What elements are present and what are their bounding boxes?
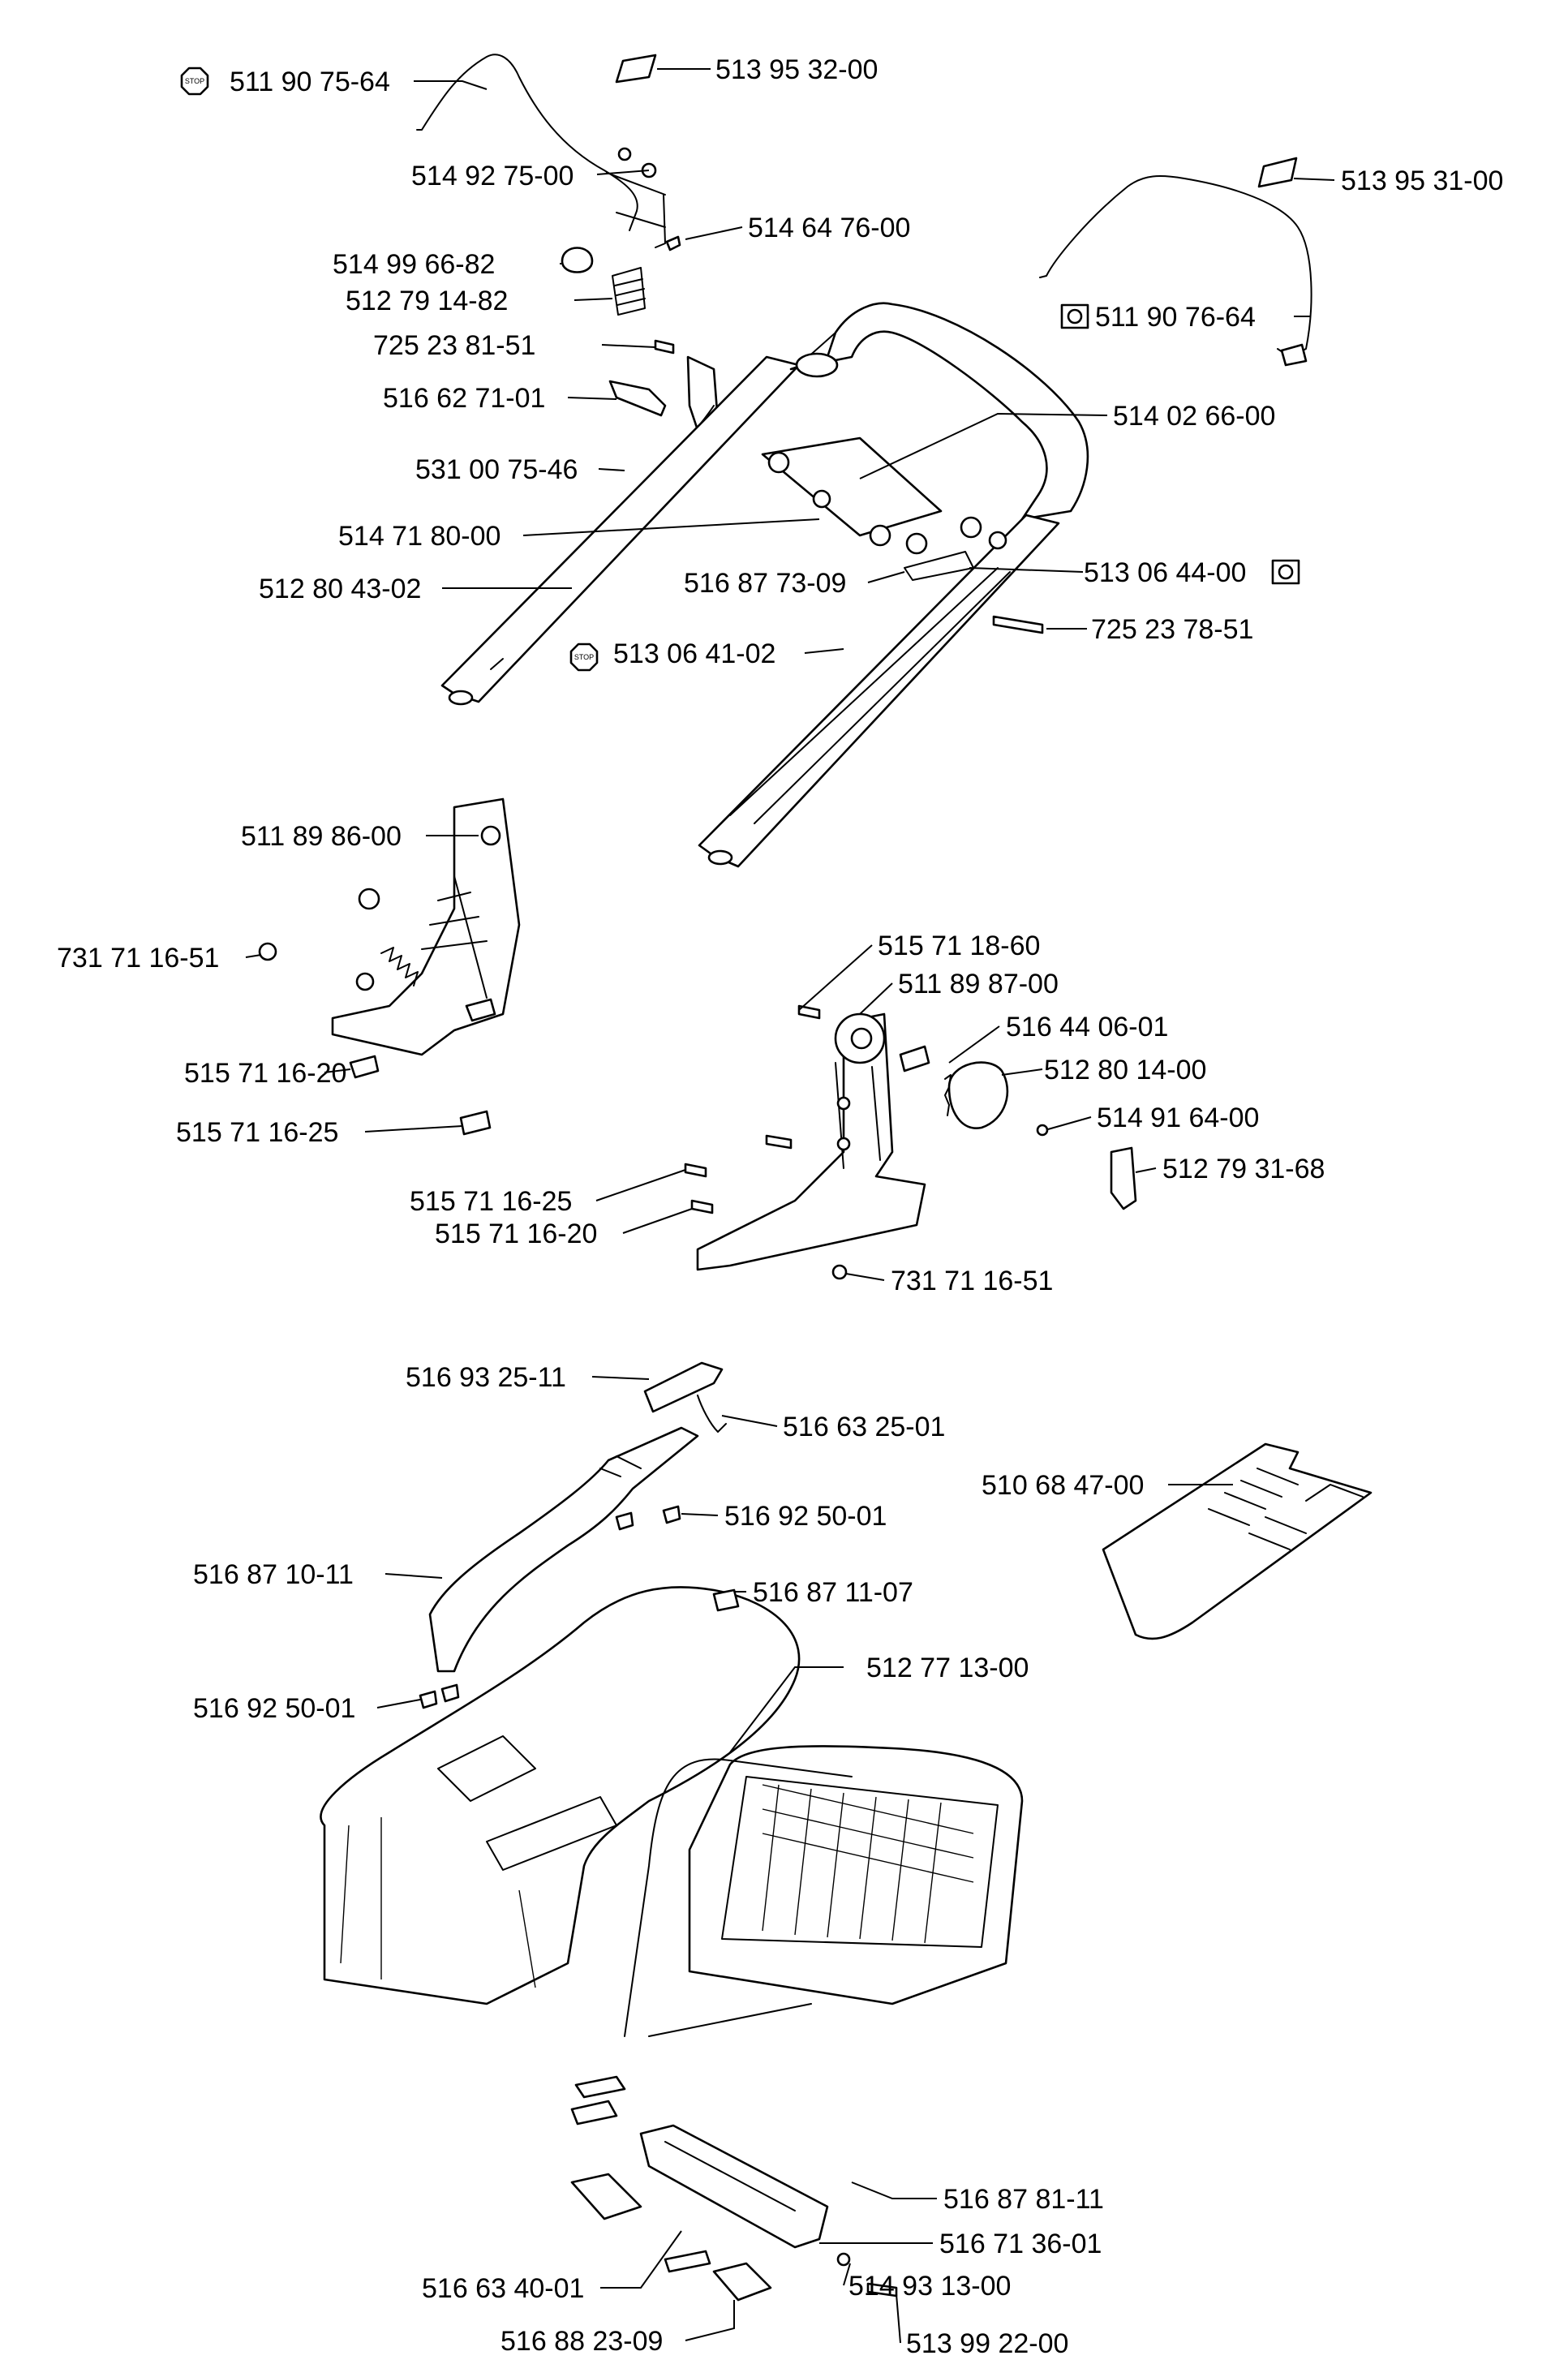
part-label: 725 23 78-51: [1091, 614, 1253, 645]
height-adjuster-right: [684, 1004, 1137, 1280]
part-label: 514 91 64-00: [1097, 1103, 1259, 1133]
part-label: 511 90 76-64: [1095, 302, 1256, 333]
part-label: 515 71 16-25: [410, 1186, 572, 1217]
part-label: 514 93 13-00: [848, 2271, 1011, 2302]
part-label: 516 63 40-01: [422, 2273, 584, 2304]
part-label: 511 89 87-00: [898, 969, 1059, 999]
part-label: 516 87 81-11: [943, 2184, 1104, 2215]
part-label: 513 95 32-00: [715, 54, 878, 85]
part-label: 516 71 36-01: [939, 2229, 1102, 2259]
callout-leaders: [245, 68, 1335, 2344]
part-label: 512 80 14-00: [1044, 1055, 1206, 1085]
part-label: 514 92 75-00: [411, 161, 574, 191]
part-label: 512 79 14-82: [346, 286, 508, 316]
part-label: 514 99 66-82: [333, 249, 495, 280]
part-label: 510 68 47-00: [982, 1470, 1144, 1501]
part-label: 511 90 75-64: [230, 67, 390, 97]
svg-text:STOP: STOP: [574, 653, 594, 661]
part-label: 514 71 80-00: [338, 521, 500, 552]
part-label: 725 23 81-51: [373, 330, 535, 361]
part-label: 514 02 66-00: [1113, 401, 1275, 432]
part-label: 516 87 10-11: [193, 1559, 354, 1590]
part-label: 514 64 76-00: [748, 213, 910, 243]
part-label: 731 71 16-51: [57, 943, 219, 974]
part-label: 513 95 31-00: [1341, 165, 1503, 196]
part-label: 512 77 13-00: [866, 1653, 1029, 1683]
part-label: 515 71 18-60: [878, 931, 1040, 961]
part-label: 512 79 31-68: [1162, 1154, 1325, 1184]
grass-catcher-assembly: [320, 1361, 1024, 2302]
part-label: 516 92 50-01: [193, 1693, 355, 1724]
part-label: 516 93 25-11: [406, 1362, 566, 1393]
part-label: 531 00 75-46: [415, 454, 578, 485]
part-label: 512 80 43-02: [259, 574, 421, 604]
part-label: 515 71 16-20: [184, 1058, 346, 1089]
decal-right: [1257, 157, 1298, 188]
gear-symbol-2: [1271, 559, 1300, 585]
part-label: 731 71 16-51: [891, 1266, 1053, 1296]
stop-symbol-1: STOP: [180, 67, 209, 96]
part-label: 516 87 11-07: [753, 1577, 913, 1608]
part-label: 516 44 06-01: [1006, 1012, 1168, 1042]
stop-symbol-2: STOP: [569, 643, 599, 672]
part-label: 516 87 73-09: [684, 568, 846, 599]
part-label: 516 62 71-01: [383, 383, 545, 414]
part-label: 513 99 22-00: [906, 2328, 1068, 2359]
part-label: 516 63 25-01: [783, 1412, 945, 1442]
height-adjuster-left: [258, 797, 521, 1136]
part-label: 515 71 16-20: [435, 1219, 597, 1249]
part-label: 516 88 23-09: [500, 2326, 663, 2357]
part-label: 516 92 50-01: [724, 1501, 887, 1532]
part-label: 515 71 16-25: [176, 1117, 338, 1148]
part-label: 511 89 86-00: [241, 821, 402, 852]
part-label: 513 06 44-00: [1084, 557, 1246, 588]
gear-symbol-1: [1060, 303, 1089, 329]
rear-flap: [1102, 1442, 1373, 1640]
svg-text:STOP: STOP: [185, 77, 204, 85]
decal-left: [615, 54, 657, 84]
part-number-labels: 511 90 75-64 513 95 32-00 514 92 75-00 5…: [57, 54, 1503, 2359]
part-label: 513 06 41-02: [613, 638, 775, 669]
